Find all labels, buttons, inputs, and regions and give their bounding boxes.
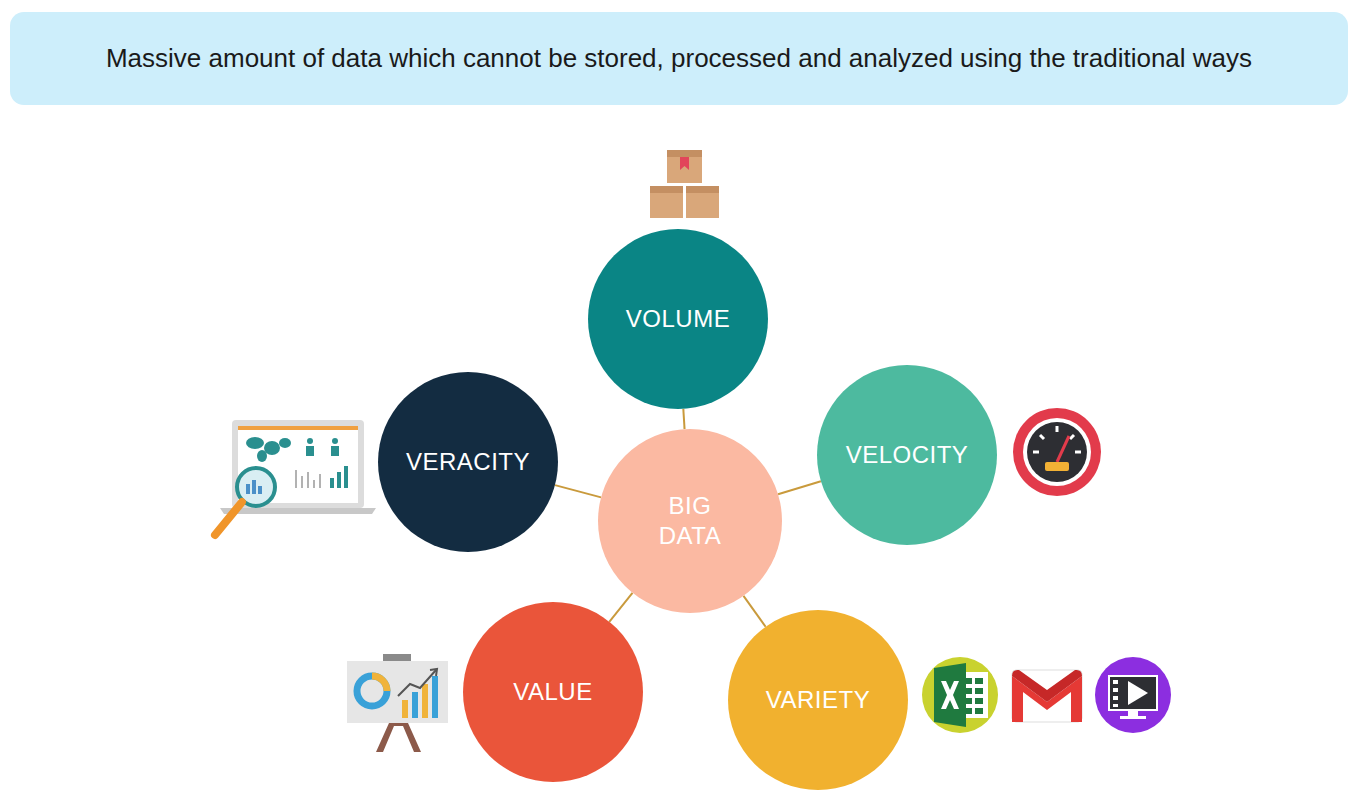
title-banner: Massive amount of data which cannot be s… xyxy=(10,12,1348,105)
circle-node: VELOCITY xyxy=(817,365,997,545)
connector-line xyxy=(744,596,766,627)
circle-fill xyxy=(588,229,768,409)
node-label: BIG DATA xyxy=(645,491,735,551)
connector-line xyxy=(609,593,632,622)
circle-node: VERACITY xyxy=(378,372,558,552)
circle-fill xyxy=(378,372,558,552)
circle-node: BIG DATA xyxy=(598,429,782,613)
connector-line xyxy=(555,485,601,497)
circle-fill xyxy=(463,602,643,782)
circle-node: VARIETY xyxy=(728,610,908,790)
circle-node: VALUE xyxy=(463,602,643,782)
circle-shape xyxy=(598,429,782,613)
circle-fill xyxy=(598,429,782,613)
node-label: VOLUME xyxy=(626,304,730,334)
connector-line xyxy=(778,481,821,494)
boxes-icon xyxy=(650,150,719,218)
node-label: VALUE xyxy=(513,677,592,707)
node-label: VARIETY xyxy=(766,685,870,715)
gmail-icon xyxy=(1012,670,1082,722)
gauge-icon xyxy=(1013,408,1101,496)
connector-line xyxy=(683,409,684,429)
node-label: VERACITY xyxy=(406,447,530,477)
circle-node: VOLUME xyxy=(588,229,768,409)
excel-icon xyxy=(922,657,998,733)
presentation-icon xyxy=(347,654,448,752)
laptop-icon xyxy=(215,420,376,535)
video-icon xyxy=(1095,657,1171,733)
node-label: VELOCITY xyxy=(846,440,969,470)
circle-fill xyxy=(728,610,908,790)
title-text: Massive amount of data which cannot be s… xyxy=(106,41,1252,76)
circle-fill xyxy=(817,365,997,545)
